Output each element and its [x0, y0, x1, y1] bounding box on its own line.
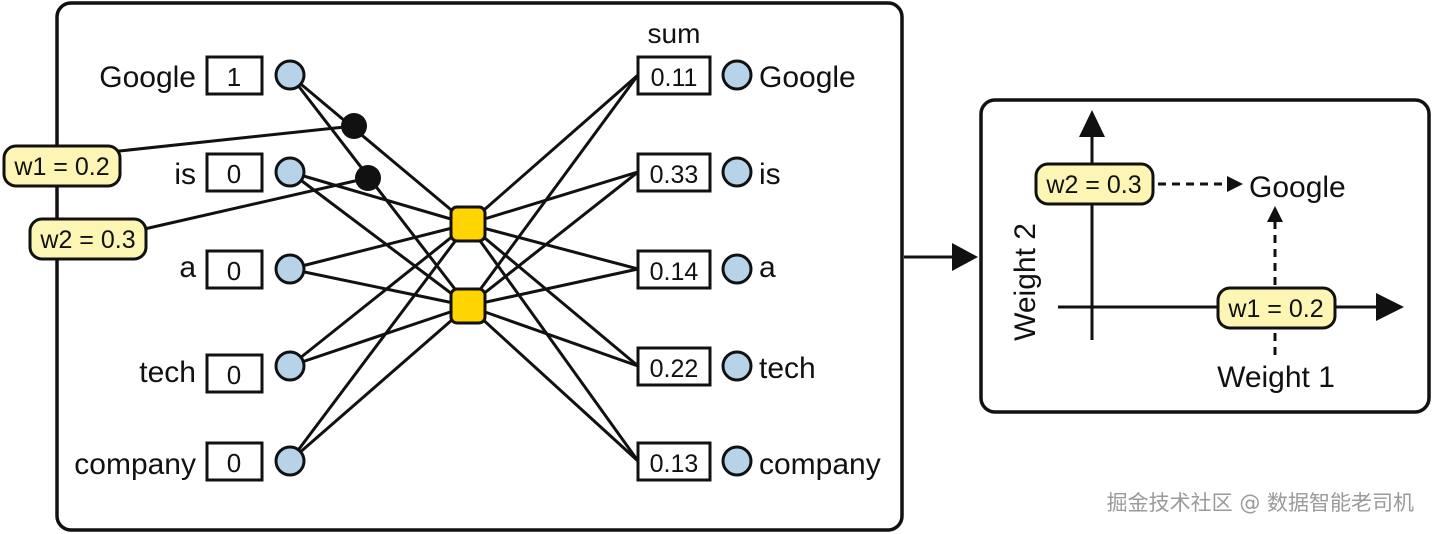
plot-w2-tag: w2 = 0.3	[1034, 162, 1155, 206]
w2-tag-text: w2 = 0.3	[39, 226, 135, 254]
w1-weight-dot	[341, 113, 367, 139]
output-value: 0.11	[651, 64, 698, 92]
input-node	[274, 350, 306, 382]
w2-tag: w2 = 0.3	[28, 217, 148, 261]
y-axis-arrowhead	[1079, 110, 1105, 137]
input-value-box	[205, 249, 264, 290]
output-row: 0.33 is	[636, 152, 781, 193]
plot-panel	[979, 98, 1431, 414]
x-axis-label: Weight 1	[1217, 361, 1335, 394]
input-value-box	[205, 55, 264, 96]
hidden-output-connections	[466, 73, 640, 463]
hidden-unit-2	[449, 287, 487, 325]
input-value: 1	[227, 62, 241, 92]
w2-weight-dot	[355, 165, 381, 191]
output-value-box	[636, 249, 712, 290]
plot-w1-tag: w1 = 0.2	[1216, 286, 1337, 330]
input-row: company 0	[74, 441, 306, 482]
input-value: 0	[227, 159, 241, 189]
output-value: 0.13	[650, 450, 699, 478]
watermark: 掘金技术社区 @ 数据智能老司机	[1107, 491, 1414, 515]
output-node	[721, 350, 753, 382]
output-word: company	[759, 448, 881, 481]
w2-guide-arrowhead	[1227, 176, 1243, 192]
input-value: 0	[227, 448, 241, 478]
plot-w2-tag-text: w2 = 0.3	[1045, 171, 1141, 199]
w1-tag-text: w1 = 0.2	[13, 153, 109, 181]
output-value-box	[636, 55, 712, 96]
input-row: a 0	[179, 249, 306, 290]
input-word: company	[74, 448, 196, 481]
input-row: Google 1	[99, 55, 306, 96]
input-value-box	[205, 353, 264, 394]
output-value-box	[636, 152, 712, 193]
output-value: 0.22	[650, 355, 699, 383]
output-row: 0.13 company	[636, 441, 881, 482]
w1-tag: w1 = 0.2	[2, 144, 122, 188]
input-value: 0	[227, 360, 241, 390]
output-value: 0.33	[650, 161, 699, 189]
input-word: is	[174, 158, 196, 191]
w2-pointer-line	[139, 176, 369, 232]
output-word: Google	[759, 61, 856, 94]
plot-w1-tag-text: w1 = 0.2	[1227, 295, 1323, 323]
w1-pointer-line	[109, 124, 355, 154]
input-node	[274, 445, 306, 477]
output-value-box	[636, 441, 712, 482]
plot-point-label: Google	[1249, 171, 1346, 204]
output-row: 0.14 a	[636, 249, 776, 290]
input-value-box	[205, 152, 264, 193]
output-row: 0.22 tech	[636, 346, 816, 387]
output-word: a	[759, 251, 776, 284]
output-node	[721, 156, 753, 188]
y-axis-label: Weight 2	[1009, 223, 1042, 341]
output-word: is	[759, 158, 781, 191]
input-word: a	[179, 251, 196, 284]
w1-guide-arrowhead	[1267, 206, 1283, 222]
input-node	[274, 59, 306, 91]
input-value-box	[205, 441, 264, 482]
input-row: is 0	[174, 152, 306, 193]
input-node	[274, 253, 306, 285]
output-node	[721, 253, 753, 285]
input-node	[274, 156, 306, 188]
input-word: Google	[99, 61, 196, 94]
output-row: 0.11 Google	[636, 55, 856, 96]
x-axis-arrowhead	[1376, 293, 1404, 321]
output-node	[721, 59, 753, 91]
input-word: tech	[139, 356, 196, 389]
output-node	[721, 445, 753, 477]
output-value: 0.14	[650, 258, 699, 286]
transition-arrow-head	[952, 243, 978, 271]
input-hidden-connections	[288, 73, 470, 463]
sum-label: sum	[648, 18, 701, 49]
input-value: 0	[227, 256, 241, 286]
output-word: tech	[759, 352, 816, 385]
input-row: tech 0	[139, 350, 306, 394]
hidden-unit-1	[449, 205, 487, 243]
output-value-box	[636, 346, 712, 387]
